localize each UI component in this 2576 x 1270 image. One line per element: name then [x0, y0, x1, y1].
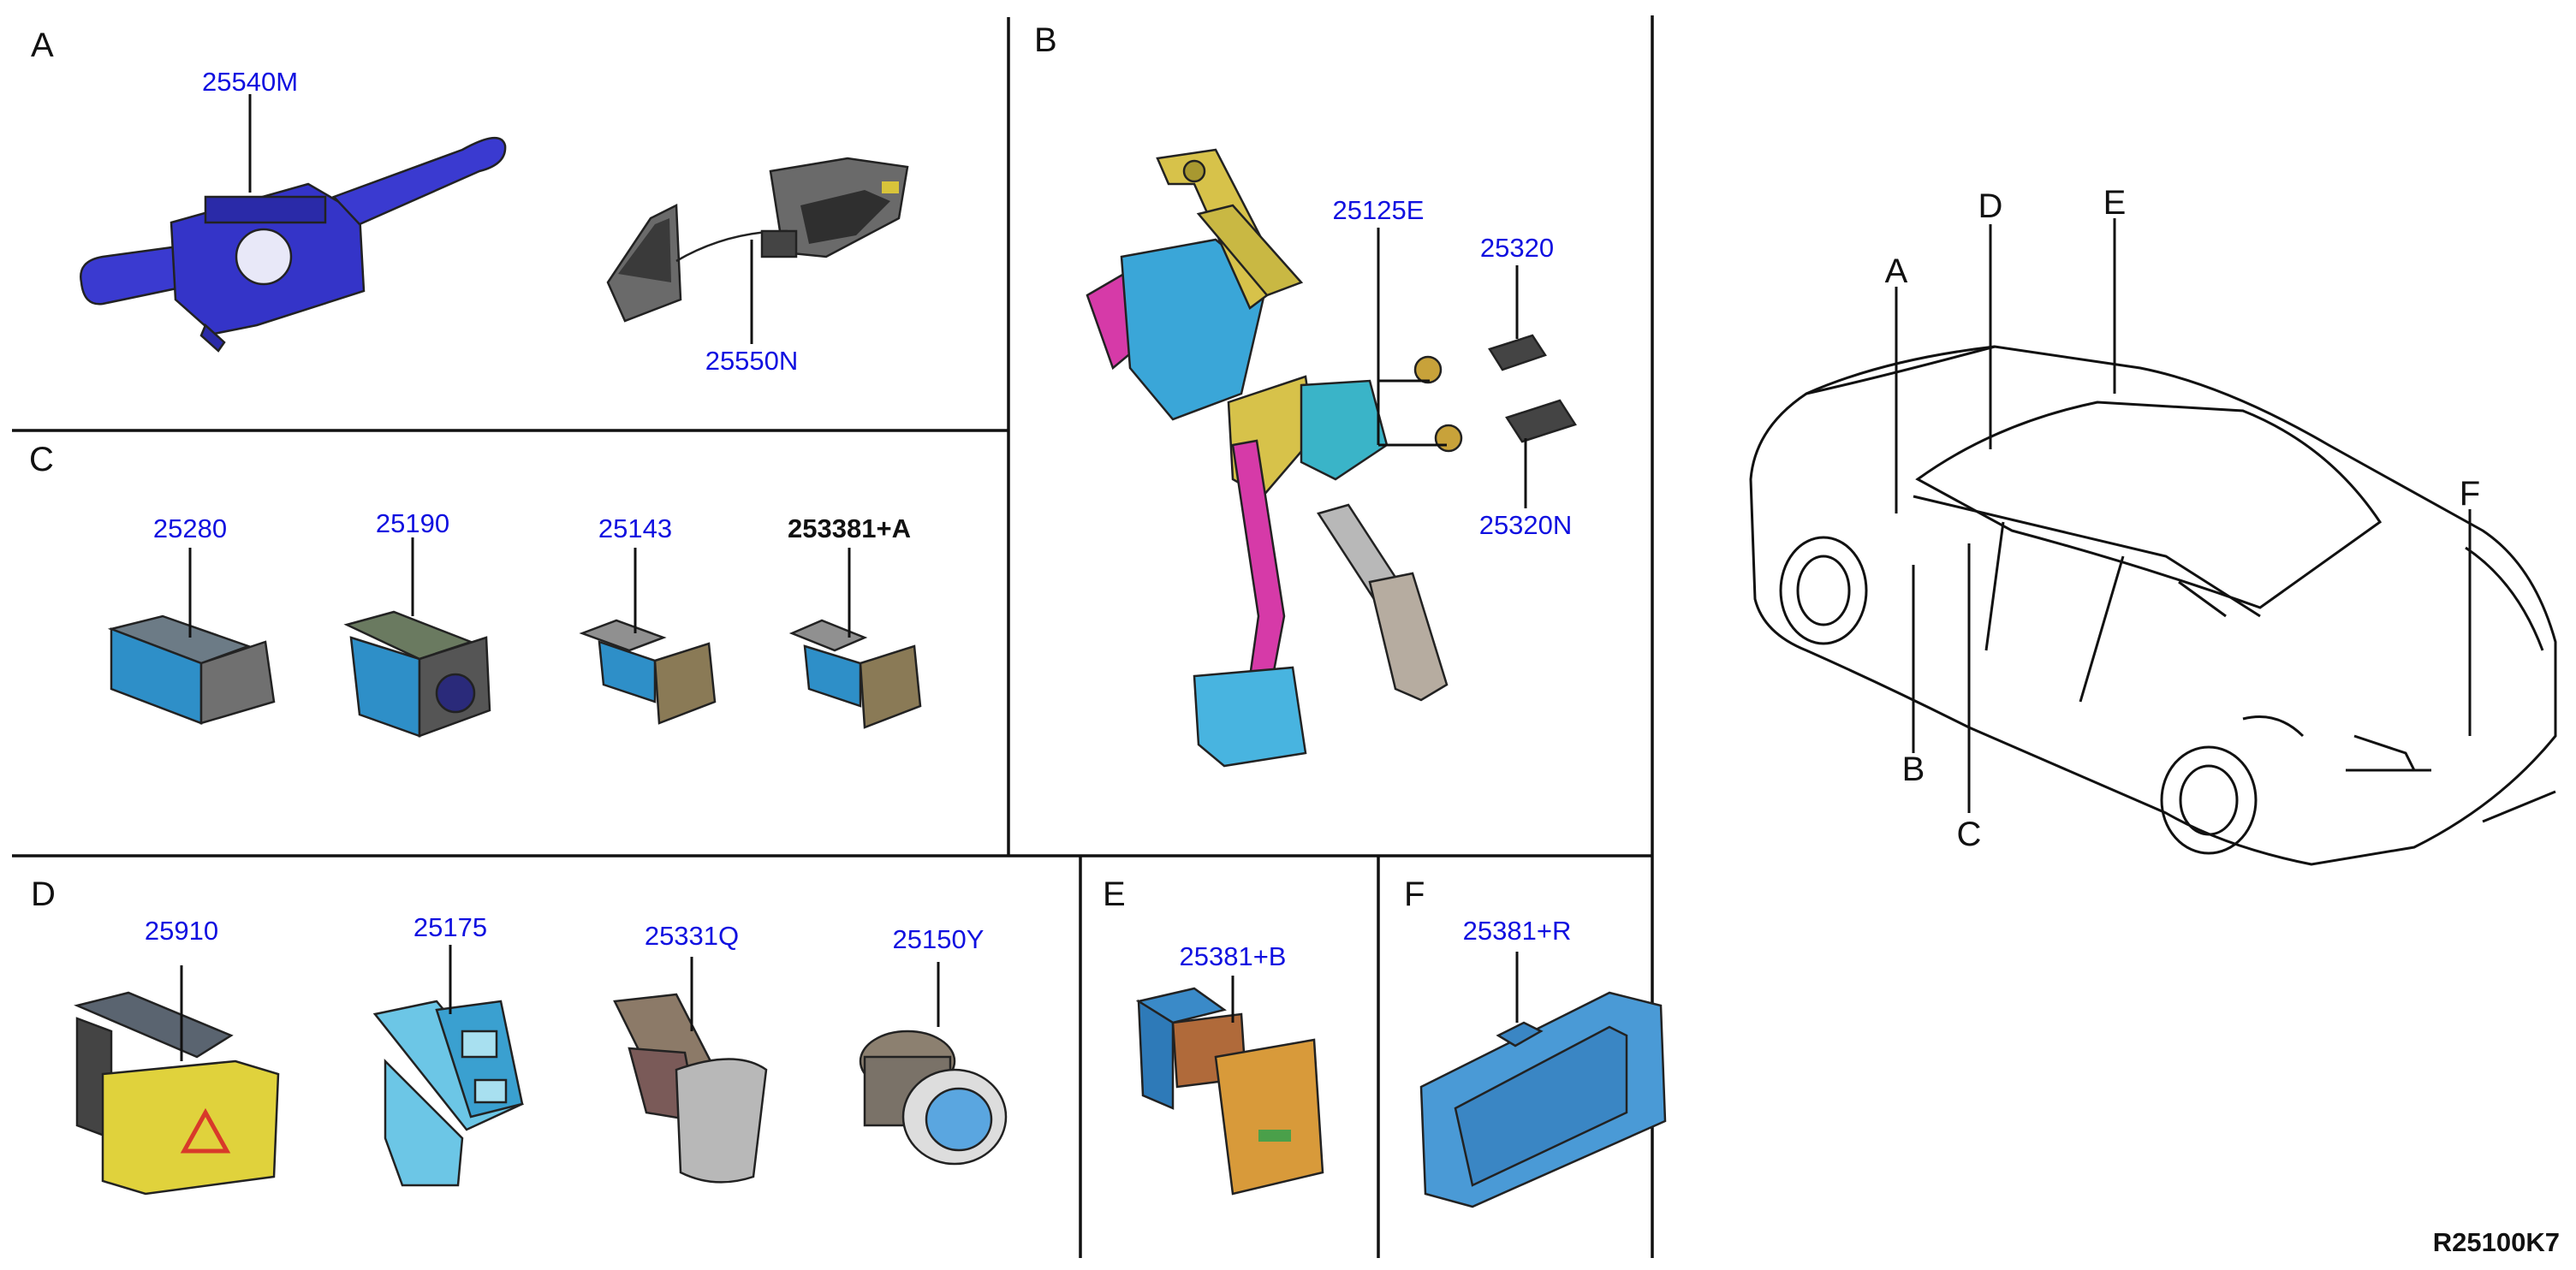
switch-25280-illustration — [107, 614, 276, 725]
switch-25175-illustration — [372, 1000, 525, 1187]
part-number-25125e: 25125E — [1333, 195, 1425, 225]
part-number-25320n: 25320N — [1479, 510, 1573, 540]
pedal-assembly-illustration — [1086, 148, 1449, 768]
part-number-25190: 25190 — [376, 508, 449, 538]
part-number-25175: 25175 — [413, 912, 487, 942]
part-number-25381b: 25381+B — [1180, 941, 1287, 971]
switch-25143-illustration — [579, 619, 717, 725]
switch-25331q-illustration — [613, 993, 768, 1184]
section-label-c: C — [29, 441, 54, 478]
trunk-opener-switch-25381r-illustration — [1419, 991, 1667, 1208]
combination-switch-illustration — [80, 136, 507, 353]
part-number-25320: 25320 — [1480, 233, 1554, 263]
car-callout-b: B — [1902, 751, 1925, 788]
section-label-b: B — [1034, 21, 1057, 59]
car-callout-a: A — [1885, 252, 1908, 290]
part-number-25143: 25143 — [598, 513, 672, 543]
stop-lamp-switch-illustration — [1488, 334, 1577, 443]
diagram-code: R25100K7 — [2433, 1227, 2560, 1257]
car-callout-f: F — [2460, 475, 2480, 513]
hazard-switch-25910-illustration — [74, 991, 280, 1196]
switch-25190-illustration — [343, 610, 491, 738]
car-callout-c: C — [1957, 816, 1982, 853]
switch-253381a-illustration — [788, 619, 922, 729]
section-label-f: F — [1404, 875, 1425, 913]
part-number-25550n: 25550N — [705, 346, 799, 376]
part-number-25331q: 25331Q — [645, 921, 739, 951]
rocker-switch-25381b-illustration — [1135, 987, 1324, 1196]
section-label-a: A — [31, 27, 54, 64]
part-number-25150y: 25150Y — [893, 924, 985, 954]
car-callout-e: E — [2103, 184, 2127, 222]
part-number-25381r: 25381+R — [1463, 916, 1572, 946]
part-number-25910: 25910 — [145, 916, 218, 946]
section-label-e: E — [1103, 875, 1126, 913]
part-number-25540m: 25540M — [202, 67, 298, 97]
push-switch-25150y-illustration — [859, 1030, 1008, 1166]
part-number-253381a: 253381+A — [788, 513, 911, 543]
brake-switch-clips-illustration — [1413, 355, 1463, 453]
car-callout-d: D — [1978, 187, 2003, 225]
section-label-d: D — [31, 875, 56, 913]
steering-switch-illustration — [606, 157, 909, 323]
leader-25125e — [1377, 228, 1447, 447]
vehicle-outline-illustration — [1749, 345, 2557, 866]
part-number-25280: 25280 — [153, 513, 227, 543]
